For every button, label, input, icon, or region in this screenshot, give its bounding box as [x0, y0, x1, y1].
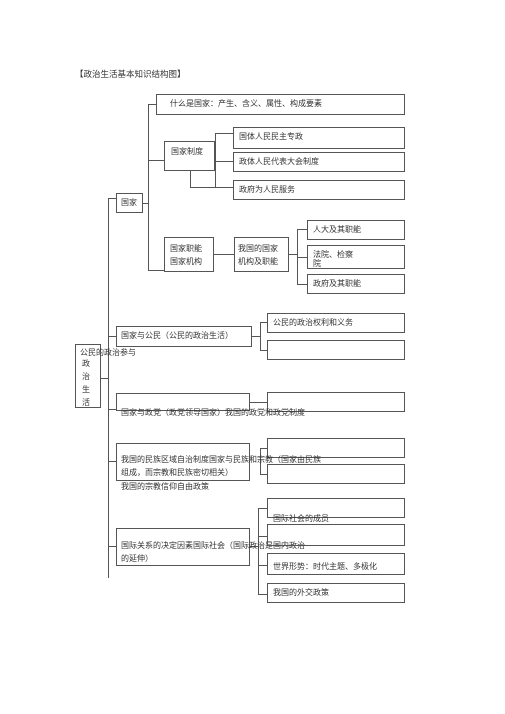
node-guojia-zhidu	[164, 141, 215, 171]
connector	[148, 160, 164, 161]
node-guojia	[116, 193, 143, 213]
connector	[297, 284, 307, 285]
connector	[260, 322, 261, 350]
root-label: 公民的政治参与	[80, 348, 136, 357]
node-guoji-chengyuan	[267, 498, 405, 518]
node-renda-label: 人大及其职能	[313, 225, 361, 234]
node-zhengfu-zhineng-label: 政府及其职能	[313, 279, 361, 288]
root-vertical-char: 活	[82, 398, 90, 407]
connector	[215, 133, 216, 187]
connector	[260, 350, 267, 351]
connector	[215, 161, 233, 162]
root-vertical-char: 生	[82, 385, 90, 394]
node-zhengti-label: 政体人民代表大会制度	[239, 157, 319, 166]
connector	[214, 254, 234, 255]
connector	[100, 378, 108, 379]
node-minzu-line1: 我国的民族区域自治制度国家与民族和宗教（国家由民族	[121, 455, 321, 464]
connector	[260, 448, 261, 474]
node-minzu-line3: 我国的宗教信仰自由政策	[121, 482, 209, 491]
node-zhengdang-blank	[267, 392, 405, 412]
node-guoji-chengyuan-label: 国际社会的成员	[273, 514, 329, 523]
connector	[215, 133, 233, 134]
node-zhengdang	[116, 393, 250, 411]
connector	[258, 508, 259, 594]
node-guoti-label: 国体人民民主专政	[239, 132, 303, 141]
connector	[258, 536, 267, 537]
connector	[148, 104, 156, 105]
node-guoji	[116, 528, 250, 566]
connector	[289, 254, 297, 255]
node-minzu	[116, 443, 250, 481]
node-zhengfu-label: 政府为人民服务	[239, 185, 295, 194]
connector	[142, 203, 148, 204]
node-guojia-zhineng	[164, 237, 214, 272]
node-fayuan-label-2: 院	[313, 259, 321, 268]
node-guoji-blank	[267, 524, 405, 546]
node-jigou-line1: 我国的国家	[238, 244, 278, 253]
connector	[108, 336, 116, 337]
node-minzu-blank-2	[267, 464, 405, 484]
node-guoti	[233, 127, 405, 149]
node-what-is-state-label: 什么是国家：产生、含义、属性、构成要素	[170, 99, 322, 108]
node-zhengti	[233, 152, 405, 172]
node-jigou-line2: 机构及职能	[238, 257, 278, 266]
node-zhengfu-zhineng	[307, 274, 405, 294]
connector	[148, 104, 149, 270]
root-node	[75, 344, 101, 408]
root-vertical-char: 治	[82, 372, 90, 381]
node-gongmin-label: 国家与公民（公民的政治生活）	[121, 331, 233, 340]
connector	[250, 546, 258, 547]
node-jigou-zhineng	[234, 237, 289, 272]
connector	[297, 229, 298, 284]
connector	[250, 402, 267, 403]
connector	[108, 461, 116, 462]
connector	[108, 198, 109, 578]
node-guojia-zhineng-label: 国家职能	[170, 244, 202, 253]
connector	[190, 171, 191, 187]
node-gongmin	[116, 326, 252, 347]
node-guoji-xingshi	[267, 553, 405, 575]
node-what-is-state	[156, 94, 405, 115]
node-renda	[307, 220, 405, 240]
connector	[297, 229, 307, 230]
node-guoji-line1: 国际关系的决定因素国际社会（国际政治是国内政治	[121, 541, 305, 550]
node-gongmin-quanli	[267, 313, 405, 333]
connector	[252, 336, 260, 337]
connector	[260, 474, 267, 475]
node-minzu-line2: 组成，而宗教和民族密切相关）	[121, 468, 233, 477]
node-guojia-jigou-label: 国家机构	[170, 257, 202, 266]
node-zhengfu	[233, 180, 405, 200]
node-fayuan	[307, 245, 405, 269]
connector	[258, 594, 267, 595]
node-guoji-xingshi-label: 世界形势：时代主题、多极化	[273, 562, 377, 571]
connector	[108, 198, 116, 199]
node-gongmin-quanli-label: 公民的政治权利和义务	[273, 318, 353, 327]
node-fayuan-label: 法院、检察	[313, 250, 353, 259]
connector	[258, 508, 267, 509]
connector	[108, 546, 116, 547]
node-guoji-line2: 的延伸）	[121, 554, 153, 563]
node-guoji-waijiao-label: 我国的外交政策	[273, 588, 329, 597]
connector	[108, 409, 116, 410]
node-guojia-zhidu-label: 国家制度	[171, 147, 203, 156]
connector	[260, 448, 267, 449]
node-guoji-waijiao	[267, 583, 405, 603]
node-minzu-blank-1	[267, 438, 405, 458]
connector	[297, 257, 307, 258]
node-zhengdang-label: 国家与政党（政党领导国家）我国的政党和政党制度	[121, 408, 305, 417]
connector	[258, 565, 267, 566]
connector	[260, 322, 267, 323]
node-gongmin-blank	[267, 340, 405, 360]
connector	[148, 270, 164, 271]
connector	[190, 187, 233, 188]
root-vertical-char: 政	[82, 359, 90, 368]
node-guojia-label: 国家	[121, 198, 137, 207]
diagram-title: 【政治生活基本知识结构图】	[75, 70, 186, 80]
